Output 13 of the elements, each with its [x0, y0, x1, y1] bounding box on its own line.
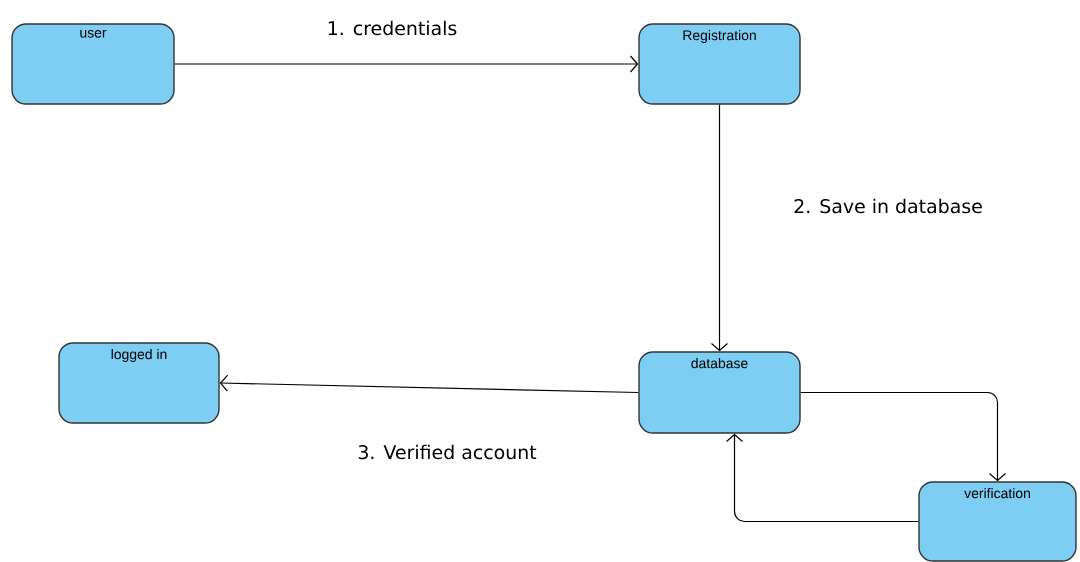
- arrow: [710, 104, 729, 352]
- state-box: verification: [918, 481, 1077, 562]
- edge-label: 1. credentials: [328, 20, 457, 36]
- state-box: logged in: [58, 342, 220, 424]
- arrow: [174, 55, 639, 73]
- edge-label: 2. Save in database: [794, 198, 982, 214]
- arrow: [725, 433, 919, 523]
- arrow: [800, 391, 1007, 482]
- edge-label: 3. Verified account: [358, 444, 537, 460]
- state-box: user: [11, 23, 175, 105]
- state-box: Registration: [638, 23, 801, 105]
- state-box: database: [638, 351, 801, 434]
- arrow: [219, 374, 639, 394]
